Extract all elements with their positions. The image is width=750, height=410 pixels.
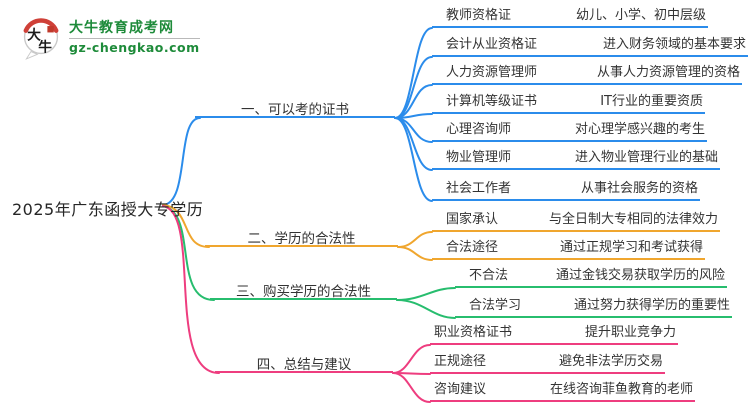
branch-certificates: 一、可以考的证书: [195, 98, 395, 118]
node-label: 国家承认: [446, 212, 499, 227]
branch-buying-legality: 三、购买学历的合法性: [210, 280, 397, 300]
node-label: 会计从业资格证: [446, 37, 538, 52]
node-row: 不合法 通过金钱交易获取学历的风险: [455, 268, 727, 288]
node-desc: 进入财务领域的基本要求: [602, 37, 746, 52]
logo-title: 大牛教育成考网: [69, 20, 174, 36]
branch-summary-advice: 四、总结与建议: [215, 353, 393, 373]
node-label: 合法学习: [469, 298, 522, 313]
node-label: 合法途径: [446, 240, 499, 255]
node-desc: 进入物业管理行业的基础: [574, 150, 718, 165]
node-row: 计算机等级证书 IT行业的重要资质: [432, 94, 705, 114]
node-row: 正规途径 避免非法学历交易: [430, 354, 665, 374]
node-row: 咨询建议 在线咨询菲鱼教育的老师: [430, 382, 695, 402]
node-row: 人力资源管理师 从事人力资源管理的资格: [432, 65, 742, 85]
node-label: 物业管理师: [446, 150, 512, 165]
node-row: 心理咨询师 对心理学感兴趣的考生: [432, 122, 707, 142]
node-label: 心理咨询师: [446, 122, 512, 137]
node-desc: 与全日制大专相同的法律效力: [548, 212, 718, 227]
daniu-badge-icon: 大 牛: [23, 18, 59, 60]
node-row: 国家承认 与全日制大专相同的法律效力: [432, 212, 720, 232]
node-desc: 通过努力获得学历的重要性: [573, 298, 730, 313]
logo-url: gz-chengkao.com: [69, 40, 200, 55]
node-row: 会计从业资格证 进入财务领域的基本要求: [432, 37, 748, 57]
node-desc: 对心理学感兴趣的考生: [574, 122, 705, 137]
root-node: 2025年广东函授大专学历: [12, 200, 204, 219]
node-desc: 从事社会服务的资格: [580, 181, 698, 196]
node-label: 教师资格证: [446, 8, 512, 23]
node-row: 物业管理师 进入物业管理行业的基础: [432, 150, 720, 170]
node-desc: 通过金钱交易获取学历的风险: [555, 268, 725, 283]
logo-divider: [69, 38, 200, 39]
node-desc: 通过正规学习和考试获得: [559, 240, 703, 255]
node-desc: 幼儿、小学、初中层级: [575, 8, 706, 23]
site-logo[interactable]: 大 牛 大牛教育成考网 gz-chengkao.com: [20, 14, 200, 60]
node-label: 咨询建议: [434, 382, 487, 397]
node-label: 社会工作者: [446, 181, 512, 196]
node-desc: 在线咨询菲鱼教育的老师: [549, 382, 693, 397]
node-desc: IT行业的重要资质: [600, 94, 703, 109]
node-row: 合法学习 通过努力获得学历的重要性: [455, 298, 732, 318]
node-row: 教师资格证 幼儿、小学、初中层级: [432, 8, 708, 28]
node-label: 计算机等级证书: [446, 94, 538, 109]
node-label: 职业资格证书: [434, 325, 513, 340]
node-row: 合法途径 通过正规学习和考试获得: [432, 240, 705, 260]
node-label: 不合法: [469, 268, 509, 283]
node-desc: 从事人力资源管理的资格: [596, 65, 740, 80]
node-label: 人力资源管理师: [446, 65, 538, 80]
svg-text:大: 大: [27, 27, 41, 44]
svg-text:牛: 牛: [38, 39, 52, 56]
node-desc: 提升职业竞争力: [584, 325, 676, 340]
node-row: 职业资格证书 提升职业竞争力: [430, 325, 678, 345]
node-desc: 避免非法学历交易: [558, 354, 663, 369]
node-label: 正规途径: [434, 354, 487, 369]
branch-degree-legality: 二、学历的合法性: [205, 227, 398, 247]
node-row: 社会工作者 从事社会服务的资格: [432, 181, 700, 201]
